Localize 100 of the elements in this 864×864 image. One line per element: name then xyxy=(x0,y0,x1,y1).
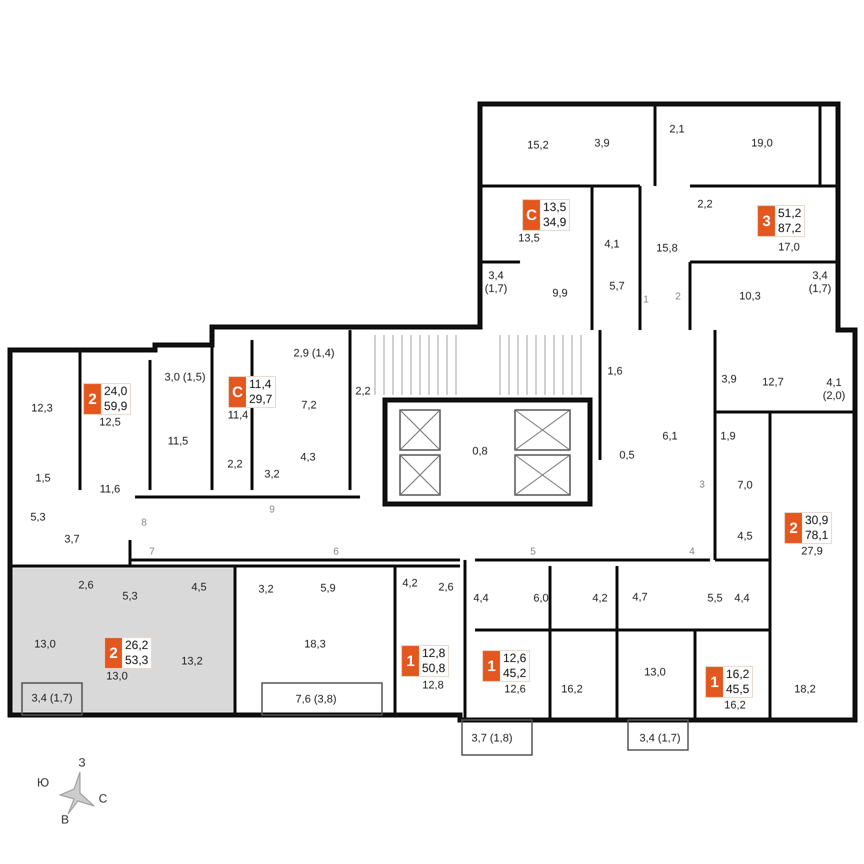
room-area: 13,0 xyxy=(644,666,666,680)
room-area: 3,0 (1,5) xyxy=(164,372,206,384)
room-area: 4,1 xyxy=(604,238,620,252)
apartment-badge xyxy=(104,637,152,669)
apartment-badge xyxy=(228,376,276,408)
room-area: 12,7 xyxy=(762,376,784,390)
room-area: 27,9 xyxy=(801,546,823,558)
living-area: 12,6 xyxy=(503,651,526,666)
room-area: 3,7 (1,8) xyxy=(472,732,512,746)
room-area: 13,0 xyxy=(106,670,128,684)
apartment-badge xyxy=(83,383,132,415)
living-area: 11,4 xyxy=(249,377,272,392)
room-area: 4,1 (2,0) xyxy=(817,377,851,403)
room-area: 15,2 xyxy=(527,140,549,152)
room-area: 13,0 xyxy=(34,638,56,652)
apartment-badge xyxy=(482,650,530,682)
total-area: 29,7 xyxy=(249,392,272,407)
room-area: 7,0 xyxy=(737,480,753,492)
room-area: 1,9 xyxy=(720,430,736,444)
living-area: 16,2 xyxy=(726,667,750,682)
door-number: 4 xyxy=(689,546,695,558)
room-area: 7,2 xyxy=(301,400,317,412)
apartment-badge xyxy=(784,512,832,544)
room-area: 4,2 xyxy=(592,592,608,606)
room-area: 12,8 xyxy=(422,680,444,692)
room-area: 7,6 (3,8) xyxy=(296,694,336,706)
room-area: 13,5 xyxy=(518,232,540,246)
living-area: 24,0 xyxy=(104,384,128,399)
room-area: 12,3 xyxy=(31,402,53,416)
room-area: 6,1 xyxy=(662,430,678,444)
room-area: 5,3 xyxy=(122,590,138,604)
room-area: 11,5 xyxy=(168,436,188,448)
apartment-type: 1 xyxy=(706,667,723,697)
room-area: 1,6 xyxy=(607,366,623,378)
room-area: 4,3 xyxy=(300,452,316,464)
room-area: 12,5 xyxy=(99,416,121,430)
room-area: 2,6 xyxy=(78,580,94,592)
apartment-type: 1 xyxy=(483,651,500,681)
door-number: 6 xyxy=(333,546,339,558)
total-area: 59,9 xyxy=(104,399,128,414)
room-area: 5,5 xyxy=(707,592,723,606)
compass-letter: Ю xyxy=(36,776,50,790)
door-number: 8 xyxy=(141,516,147,530)
room-area: 2,2 xyxy=(355,386,371,398)
room-area: 0,8 xyxy=(472,446,488,458)
room-area: 3,4 (1,7) xyxy=(803,270,837,296)
room-area: 5,3 xyxy=(30,512,46,524)
room-area: 2,2 xyxy=(697,198,713,212)
total-area: 53,3 xyxy=(125,653,148,668)
compass-letter: В xyxy=(61,814,69,826)
door-number: 1 xyxy=(643,294,649,306)
apartment-badge xyxy=(401,645,450,677)
total-area: 45,2 xyxy=(503,666,526,681)
room-area: 17,0 xyxy=(778,242,800,254)
room-area: 1,5 xyxy=(35,472,51,486)
door-number: 7 xyxy=(149,546,155,558)
compass-letter: С xyxy=(98,792,108,806)
room-area: 4,4 xyxy=(473,592,489,606)
living-area: 26,2 xyxy=(125,638,148,653)
room-area: 3,9 xyxy=(721,374,737,386)
room-area: 18,2 xyxy=(794,684,816,696)
room-area: 16,2 xyxy=(561,684,583,696)
room-area: 12,6 xyxy=(504,684,526,696)
apartment-type: 2 xyxy=(105,638,122,668)
room-area: 6,0 xyxy=(533,592,549,606)
door-number: 3 xyxy=(699,478,705,492)
room-area: 3,4 (1,7) xyxy=(640,732,680,746)
room-area: 4,2 xyxy=(402,578,418,590)
room-area: 19,0 xyxy=(751,138,773,150)
room-area: 4,7 xyxy=(632,592,648,604)
apartment-type: С xyxy=(229,377,246,407)
room-area: 3,2 xyxy=(258,584,274,596)
room-area: 4,5 xyxy=(737,530,753,544)
room-area: 13,2 xyxy=(181,656,203,668)
apartment-type: 2 xyxy=(84,384,101,414)
total-area: 78,1 xyxy=(805,528,828,543)
apartment-type: С xyxy=(523,200,540,230)
total-area: 34,9 xyxy=(543,215,566,230)
room-area: 0,5 xyxy=(619,450,635,462)
living-area: 12,8 xyxy=(422,646,446,661)
room-area: 9,9 xyxy=(552,288,568,300)
room-area: 3,7 xyxy=(64,534,80,546)
room-area: 5,9 xyxy=(320,582,336,596)
apartment-type: 1 xyxy=(402,646,419,676)
room-area: 3,2 xyxy=(264,468,280,482)
apartment-badge xyxy=(757,205,806,237)
apartment-badge xyxy=(522,199,570,231)
room-area: 10,3 xyxy=(739,290,761,304)
room-area: 11,4 xyxy=(228,410,248,422)
room-area: 11,6 xyxy=(100,484,120,496)
room-area: 2,2 xyxy=(227,458,243,472)
room-area: 2,6 xyxy=(438,582,454,594)
compass-letter: З xyxy=(78,756,86,770)
room-area: 3,4 (1,7) xyxy=(479,270,513,296)
room-area: 3,9 xyxy=(594,138,610,150)
door-number: 2 xyxy=(675,290,681,304)
door-number: 9 xyxy=(269,504,275,516)
room-area: 4,4 xyxy=(734,592,750,606)
room-area: 18,3 xyxy=(304,638,326,652)
apartment-type: 3 xyxy=(758,206,775,236)
